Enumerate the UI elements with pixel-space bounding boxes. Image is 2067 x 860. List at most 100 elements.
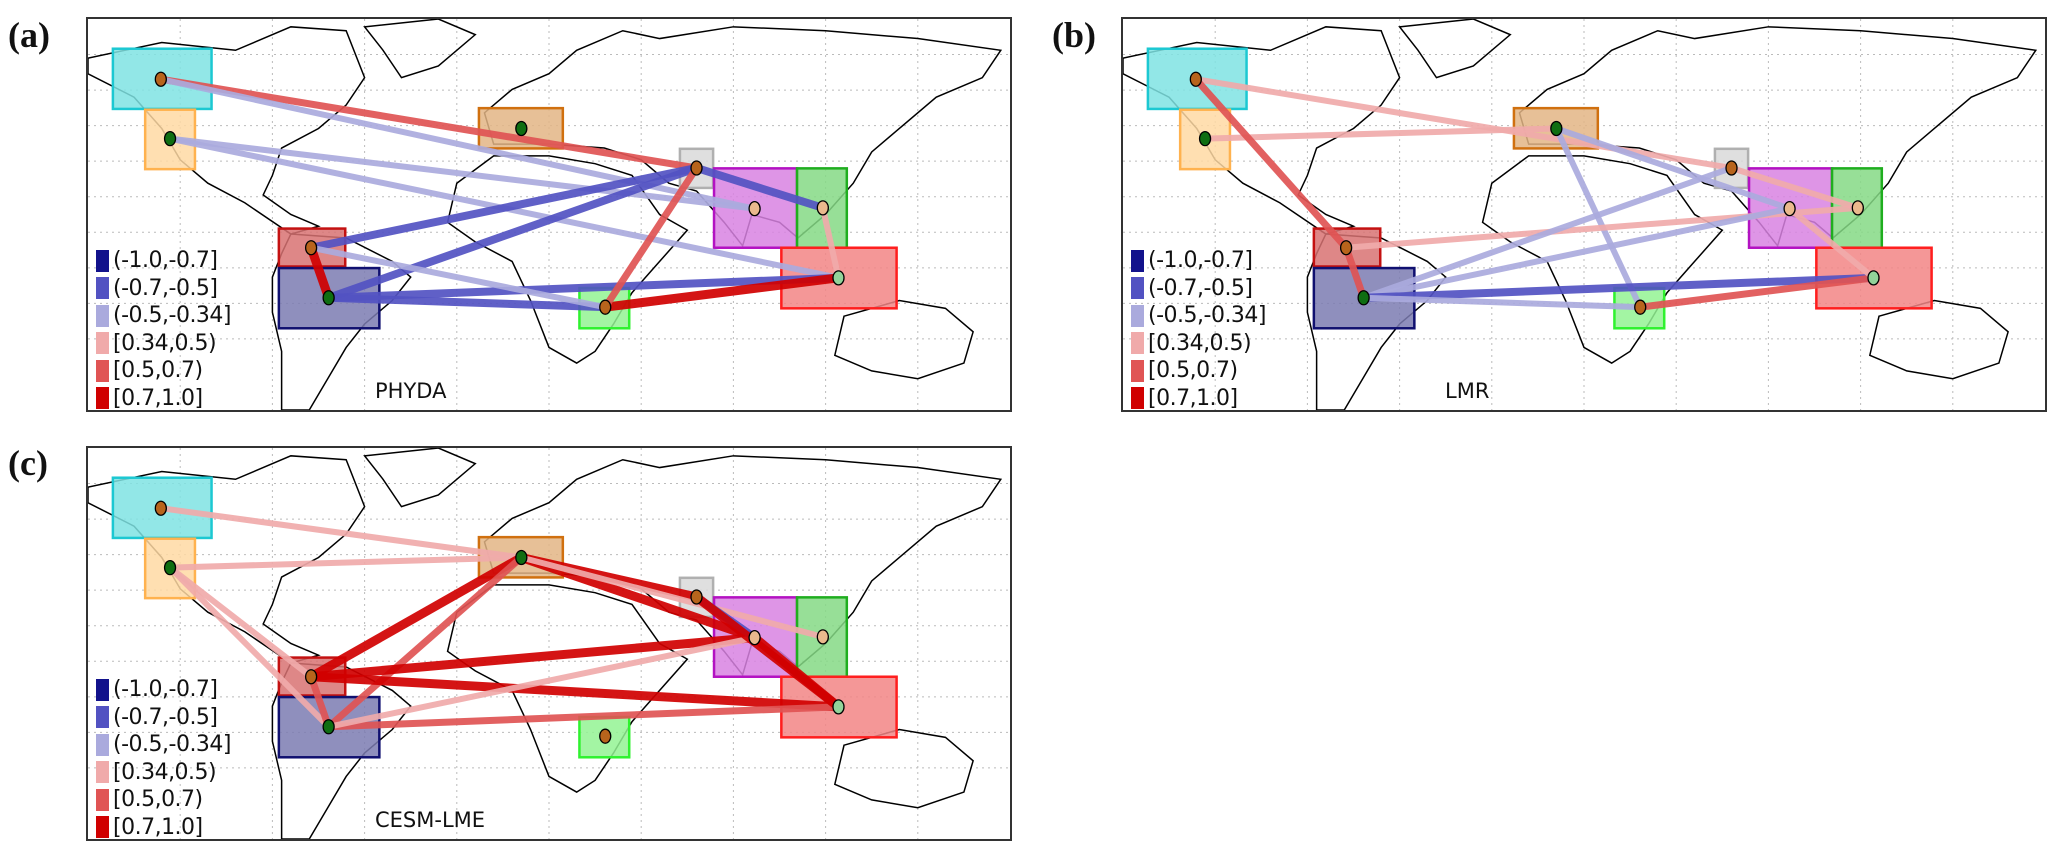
legend-item: (-0.5,-0.34] xyxy=(96,731,232,759)
region-node xyxy=(304,669,318,685)
region-node xyxy=(832,699,845,715)
legend-item: [0.34,0.5) xyxy=(1131,330,1266,358)
correlation-link xyxy=(695,164,825,212)
legend-swatch xyxy=(96,678,109,701)
coastline-australia xyxy=(833,299,974,380)
map-canvas xyxy=(88,19,1010,410)
legend-swatch xyxy=(1131,332,1144,355)
correlation-link xyxy=(169,135,755,212)
coastline-greenland xyxy=(363,19,477,79)
legend-item: [0.7,1.0] xyxy=(96,814,231,842)
region-node xyxy=(1851,200,1864,216)
legend-item: [0.34,0.5) xyxy=(96,330,231,358)
region-node xyxy=(748,200,761,217)
legend-item: [0.7,1.0] xyxy=(1131,385,1266,413)
region-node xyxy=(690,160,703,176)
region-node xyxy=(1339,240,1353,256)
legend-label: (-0.7,-0.5] xyxy=(113,704,218,730)
correlation-link xyxy=(1195,76,1733,171)
model-name: PHYDA xyxy=(375,379,447,403)
correlation-link xyxy=(310,244,606,311)
correlation-link xyxy=(327,164,698,302)
correlation-link xyxy=(1730,165,1859,211)
legend-swatch xyxy=(1131,387,1144,410)
legend-swatch xyxy=(96,304,109,327)
map-panel-phyda: (-1.0,-0.7](-0.7,-0.5](-0.5,-0.34][0.34,… xyxy=(86,17,1012,412)
region-node xyxy=(748,629,761,646)
region-node xyxy=(1189,71,1202,87)
legend-label: [0.7,1.0] xyxy=(113,814,203,840)
correlation-link xyxy=(1193,76,1349,251)
correlation-link xyxy=(1204,125,1557,142)
correlation-link xyxy=(819,207,842,279)
legend-label: (-0.5,-0.34] xyxy=(113,303,232,329)
legend-label: (-1.0,-0.7] xyxy=(113,677,218,703)
correlation-link xyxy=(693,593,842,711)
region-node xyxy=(515,120,528,137)
region-node xyxy=(322,719,335,735)
correlation-link xyxy=(307,675,332,728)
region-node xyxy=(599,728,612,744)
legend-label: [0.34,0.5) xyxy=(1148,330,1252,356)
region-node xyxy=(154,71,167,87)
correlation-link xyxy=(160,76,756,212)
region-node xyxy=(832,270,845,286)
region-node xyxy=(1198,130,1212,147)
panel-label-c: (c) xyxy=(8,443,48,483)
legend-swatch xyxy=(96,359,109,382)
correlation-legend: (-1.0,-0.7](-0.7,-0.5](-0.5,-0.34][0.34,… xyxy=(1131,247,1267,413)
coastline-south-america xyxy=(271,662,412,839)
region-node xyxy=(1357,290,1370,306)
panel-label-a: (a) xyxy=(8,15,50,55)
region-node xyxy=(304,240,318,256)
map-panel-cesm-lme: (-1.0,-0.7](-0.7,-0.5](-0.5,-0.34][0.34,… xyxy=(86,446,1012,841)
legend-label: [0.34,0.5) xyxy=(113,330,217,356)
correlation-link xyxy=(604,273,840,312)
legend-item: [0.7,1.0] xyxy=(96,385,231,413)
legend-swatch xyxy=(96,733,109,756)
legend-swatch xyxy=(96,761,109,784)
correlation-link xyxy=(1363,205,1791,301)
correlation-link xyxy=(1362,165,1733,301)
legend-label: [0.5,0.7) xyxy=(113,358,203,384)
model-name: CESM-LME xyxy=(375,808,486,832)
legend-label: [0.5,0.7) xyxy=(113,787,203,813)
region-node xyxy=(1550,120,1563,137)
legend-label: (-1.0,-0.7] xyxy=(1148,248,1253,274)
correlation-link xyxy=(160,505,522,561)
legend-swatch xyxy=(96,816,109,839)
map-canvas xyxy=(88,448,1010,839)
coastline-australia xyxy=(833,728,974,809)
region-node xyxy=(1867,270,1880,286)
correlation-link xyxy=(602,166,700,310)
legend-swatch xyxy=(1131,359,1144,382)
legend-swatch xyxy=(96,387,109,410)
legend-item: (-1.0,-0.7] xyxy=(96,247,231,275)
correlation-link xyxy=(1363,294,1641,311)
legend-swatch xyxy=(96,706,109,729)
region-node xyxy=(163,559,177,576)
map-panel-lmr: (-1.0,-0.7](-0.7,-0.5](-0.5,-0.34][0.34,… xyxy=(1121,17,2047,412)
region-node xyxy=(163,130,177,147)
model-name: LMR xyxy=(1445,379,1490,403)
legend-item: [0.34,0.5) xyxy=(96,759,231,787)
legend-item: (-0.7,-0.5] xyxy=(1131,275,1266,303)
correlation-link xyxy=(520,554,824,640)
legend-label: (-0.5,-0.34] xyxy=(1148,303,1267,329)
correlation-link xyxy=(1787,206,1876,281)
correlation-link xyxy=(168,565,313,680)
correlation-link xyxy=(328,273,839,302)
correlation-link xyxy=(310,164,698,252)
legend-item: (-0.5,-0.34] xyxy=(1131,302,1267,330)
correlation-link xyxy=(1363,273,1874,302)
panel-label-b: (b) xyxy=(1052,15,1096,55)
correlation-link xyxy=(310,633,756,682)
legend-swatch xyxy=(1131,277,1144,300)
legend-swatch xyxy=(96,788,109,811)
correlation-link xyxy=(328,634,756,730)
correlation-link xyxy=(160,75,698,172)
legend-item: [0.5,0.7) xyxy=(96,786,231,814)
legend-swatch xyxy=(1131,304,1144,327)
correlation-link xyxy=(1639,274,1874,311)
correlation-link xyxy=(308,553,524,681)
